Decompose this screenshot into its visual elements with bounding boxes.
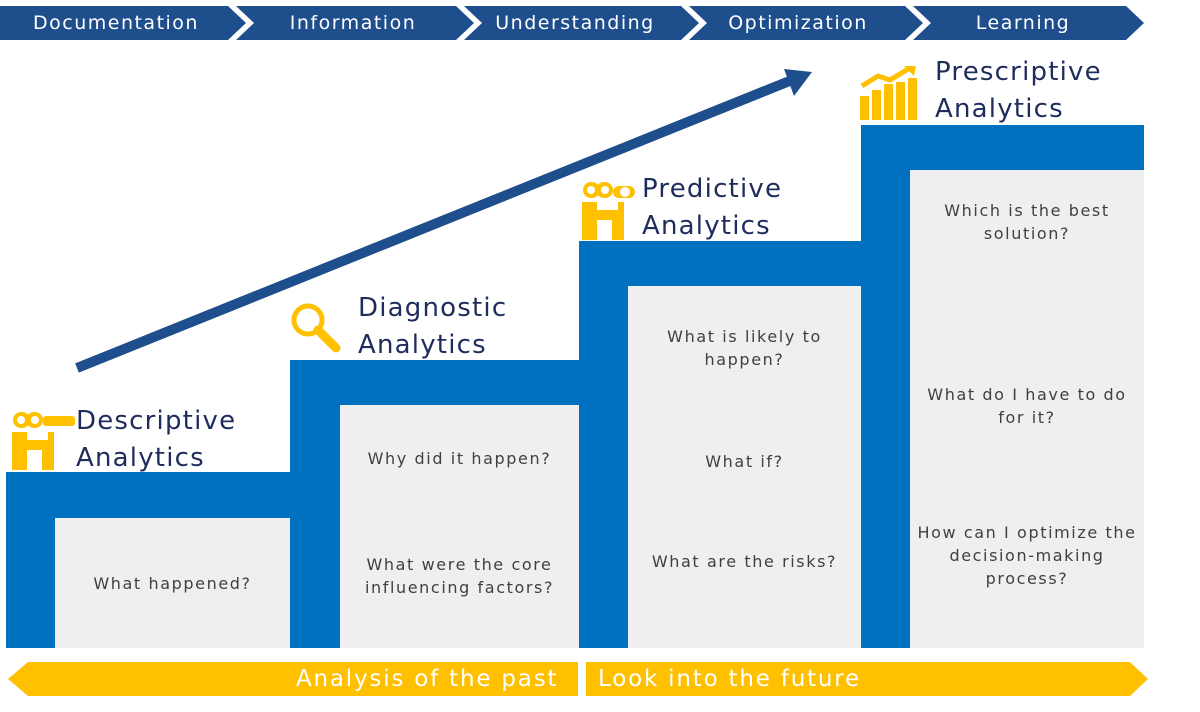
stage-chevron-information bbox=[236, 6, 474, 40]
stage-label-optimization: Optimization bbox=[728, 12, 868, 34]
stage-chevron-bar bbox=[0, 6, 1144, 40]
title-predictive-line1: Predictive bbox=[642, 174, 783, 204]
question-prescriptive-2: What do I have to do for it? bbox=[927, 385, 1127, 427]
growth-arrow bbox=[75, 69, 812, 373]
timeline-past-segment bbox=[8, 662, 578, 696]
step-panel-descriptive bbox=[55, 518, 290, 648]
bar-chart-growth-icon bbox=[860, 65, 917, 120]
question-prescriptive-1: Which is the best solution? bbox=[944, 201, 1110, 243]
timeline-past-label: Analysis of the past bbox=[296, 666, 559, 692]
stage-chevron-optimization bbox=[689, 6, 923, 40]
stage-label-information: Information bbox=[289, 12, 417, 34]
title-descriptive-line1: Descriptive bbox=[76, 406, 237, 436]
binoculars-icon bbox=[12, 412, 75, 470]
question-predictive-3: What are the risks? bbox=[651, 552, 838, 571]
magnifier-icon bbox=[291, 303, 341, 353]
question-predictive-1: What is likely to happen? bbox=[667, 327, 822, 369]
step-panel-diagnostic bbox=[340, 405, 579, 648]
title-diagnostic-line2: Analytics bbox=[358, 330, 487, 360]
question-diagnostic-2: What were the core influencing factors? bbox=[364, 555, 555, 597]
timeline-future-segment bbox=[586, 662, 1148, 696]
title-descriptive-line2: Analytics bbox=[76, 443, 205, 473]
question-predictive-2: What if? bbox=[705, 452, 784, 471]
stage-chevron-understanding bbox=[464, 6, 699, 40]
title-predictive-line2: Analytics bbox=[642, 211, 771, 241]
stage-chevron-learning bbox=[913, 6, 1144, 40]
step-panel-predictive bbox=[628, 286, 861, 648]
question-descriptive-1: What happened? bbox=[93, 574, 252, 593]
timeline-arrow bbox=[8, 662, 1148, 696]
title-prescriptive-line1: Prescriptive bbox=[935, 57, 1102, 87]
title-descriptive: Descriptive Analytics bbox=[76, 403, 236, 477]
title-prescriptive-line2: Analytics bbox=[935, 94, 1064, 124]
question-diagnostic-1: Why did it happen? bbox=[367, 449, 552, 468]
title-diagnostic-line1: Diagnostic bbox=[358, 293, 508, 323]
stage-chevron-documentation bbox=[0, 6, 246, 40]
step-panel-prescriptive bbox=[910, 170, 1144, 648]
title-diagnostic: Diagnostic Analytics bbox=[358, 290, 507, 364]
stage-label-understanding: Understanding bbox=[495, 12, 655, 34]
timeline-future-label: Look into the future bbox=[598, 666, 861, 692]
question-prescriptive-3: How can I optimize the decision-making p… bbox=[917, 523, 1137, 588]
binoculars-icon bbox=[582, 182, 635, 240]
stage-label-learning: Learning bbox=[975, 12, 1071, 34]
staircase bbox=[6, 125, 1144, 648]
title-prescriptive: Prescriptive Analytics bbox=[935, 54, 1102, 128]
stage-label-documentation: Documentation bbox=[33, 12, 199, 34]
title-predictive: Predictive Analytics bbox=[642, 171, 782, 245]
